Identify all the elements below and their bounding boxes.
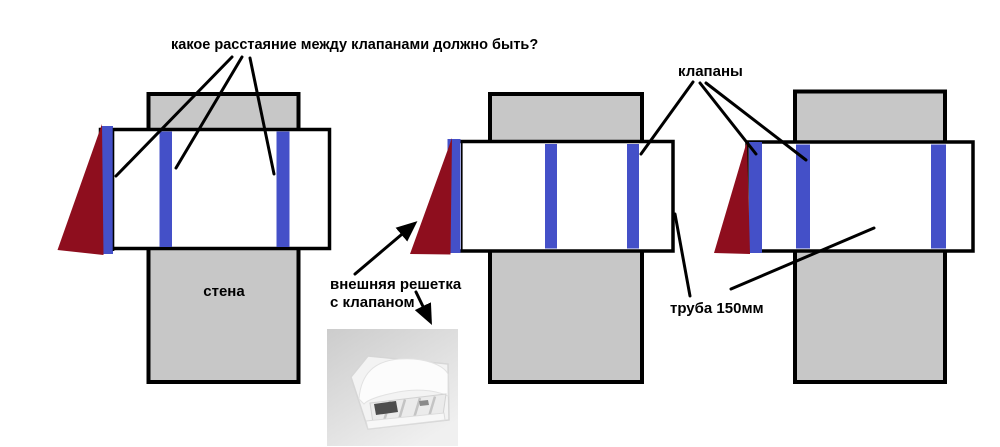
pipe-size-label: труба 150мм: [670, 300, 764, 317]
valve-bar: [931, 144, 946, 249]
valve-bar: [276, 131, 290, 247]
vent-bottom-lip: [365, 412, 446, 430]
valve-bar: [796, 144, 810, 249]
variant-middle: [410, 92, 675, 384]
external-grille-label-line1: внешняя решетка: [330, 276, 462, 293]
question-pointer-2: [174, 55, 244, 170]
valve-bar: [627, 144, 639, 249]
louver-slat: [397, 399, 407, 420]
valve-bar: [159, 131, 172, 247]
pipe-rect: [98, 127, 332, 251]
grille-photo: [327, 329, 458, 446]
external-grille-label-line2: с клапаном: [330, 294, 415, 311]
grille-flap-triangle: [57, 124, 104, 255]
grille-arrow-up: [353, 221, 418, 276]
vent-opening-shadow-small: [419, 400, 429, 406]
pipe-pointer-1: [673, 212, 692, 298]
pipe-rect: [451, 139, 675, 253]
vent-hood: [358, 358, 449, 405]
pointer-lines: [114, 55, 876, 326]
grille-flap-triangle: [714, 141, 750, 254]
valves-pointer-2: [698, 81, 758, 156]
pipe-pointer-2: [729, 226, 876, 291]
grille-arrow-down: [414, 290, 432, 326]
wall-label: стена: [203, 283, 245, 300]
vent-opening-shadow: [374, 401, 398, 415]
valve-bar: [101, 126, 113, 254]
valves-label: клапаны: [678, 63, 743, 80]
valves-pointer-3: [704, 81, 808, 162]
variant-right: [714, 89, 975, 384]
question-label: какое расстаяние между клапанами должно …: [171, 37, 539, 53]
valves-pointer-1: [639, 80, 695, 156]
question-pointer-1: [114, 55, 234, 178]
question-pointer-3: [248, 56, 276, 176]
louver-slat: [427, 396, 437, 417]
grille-flap-triangle: [410, 138, 452, 255]
valve-bar: [749, 142, 762, 253]
valve-bar: [545, 144, 557, 249]
louver-slat: [412, 397, 422, 419]
variant-left: [57, 92, 332, 384]
